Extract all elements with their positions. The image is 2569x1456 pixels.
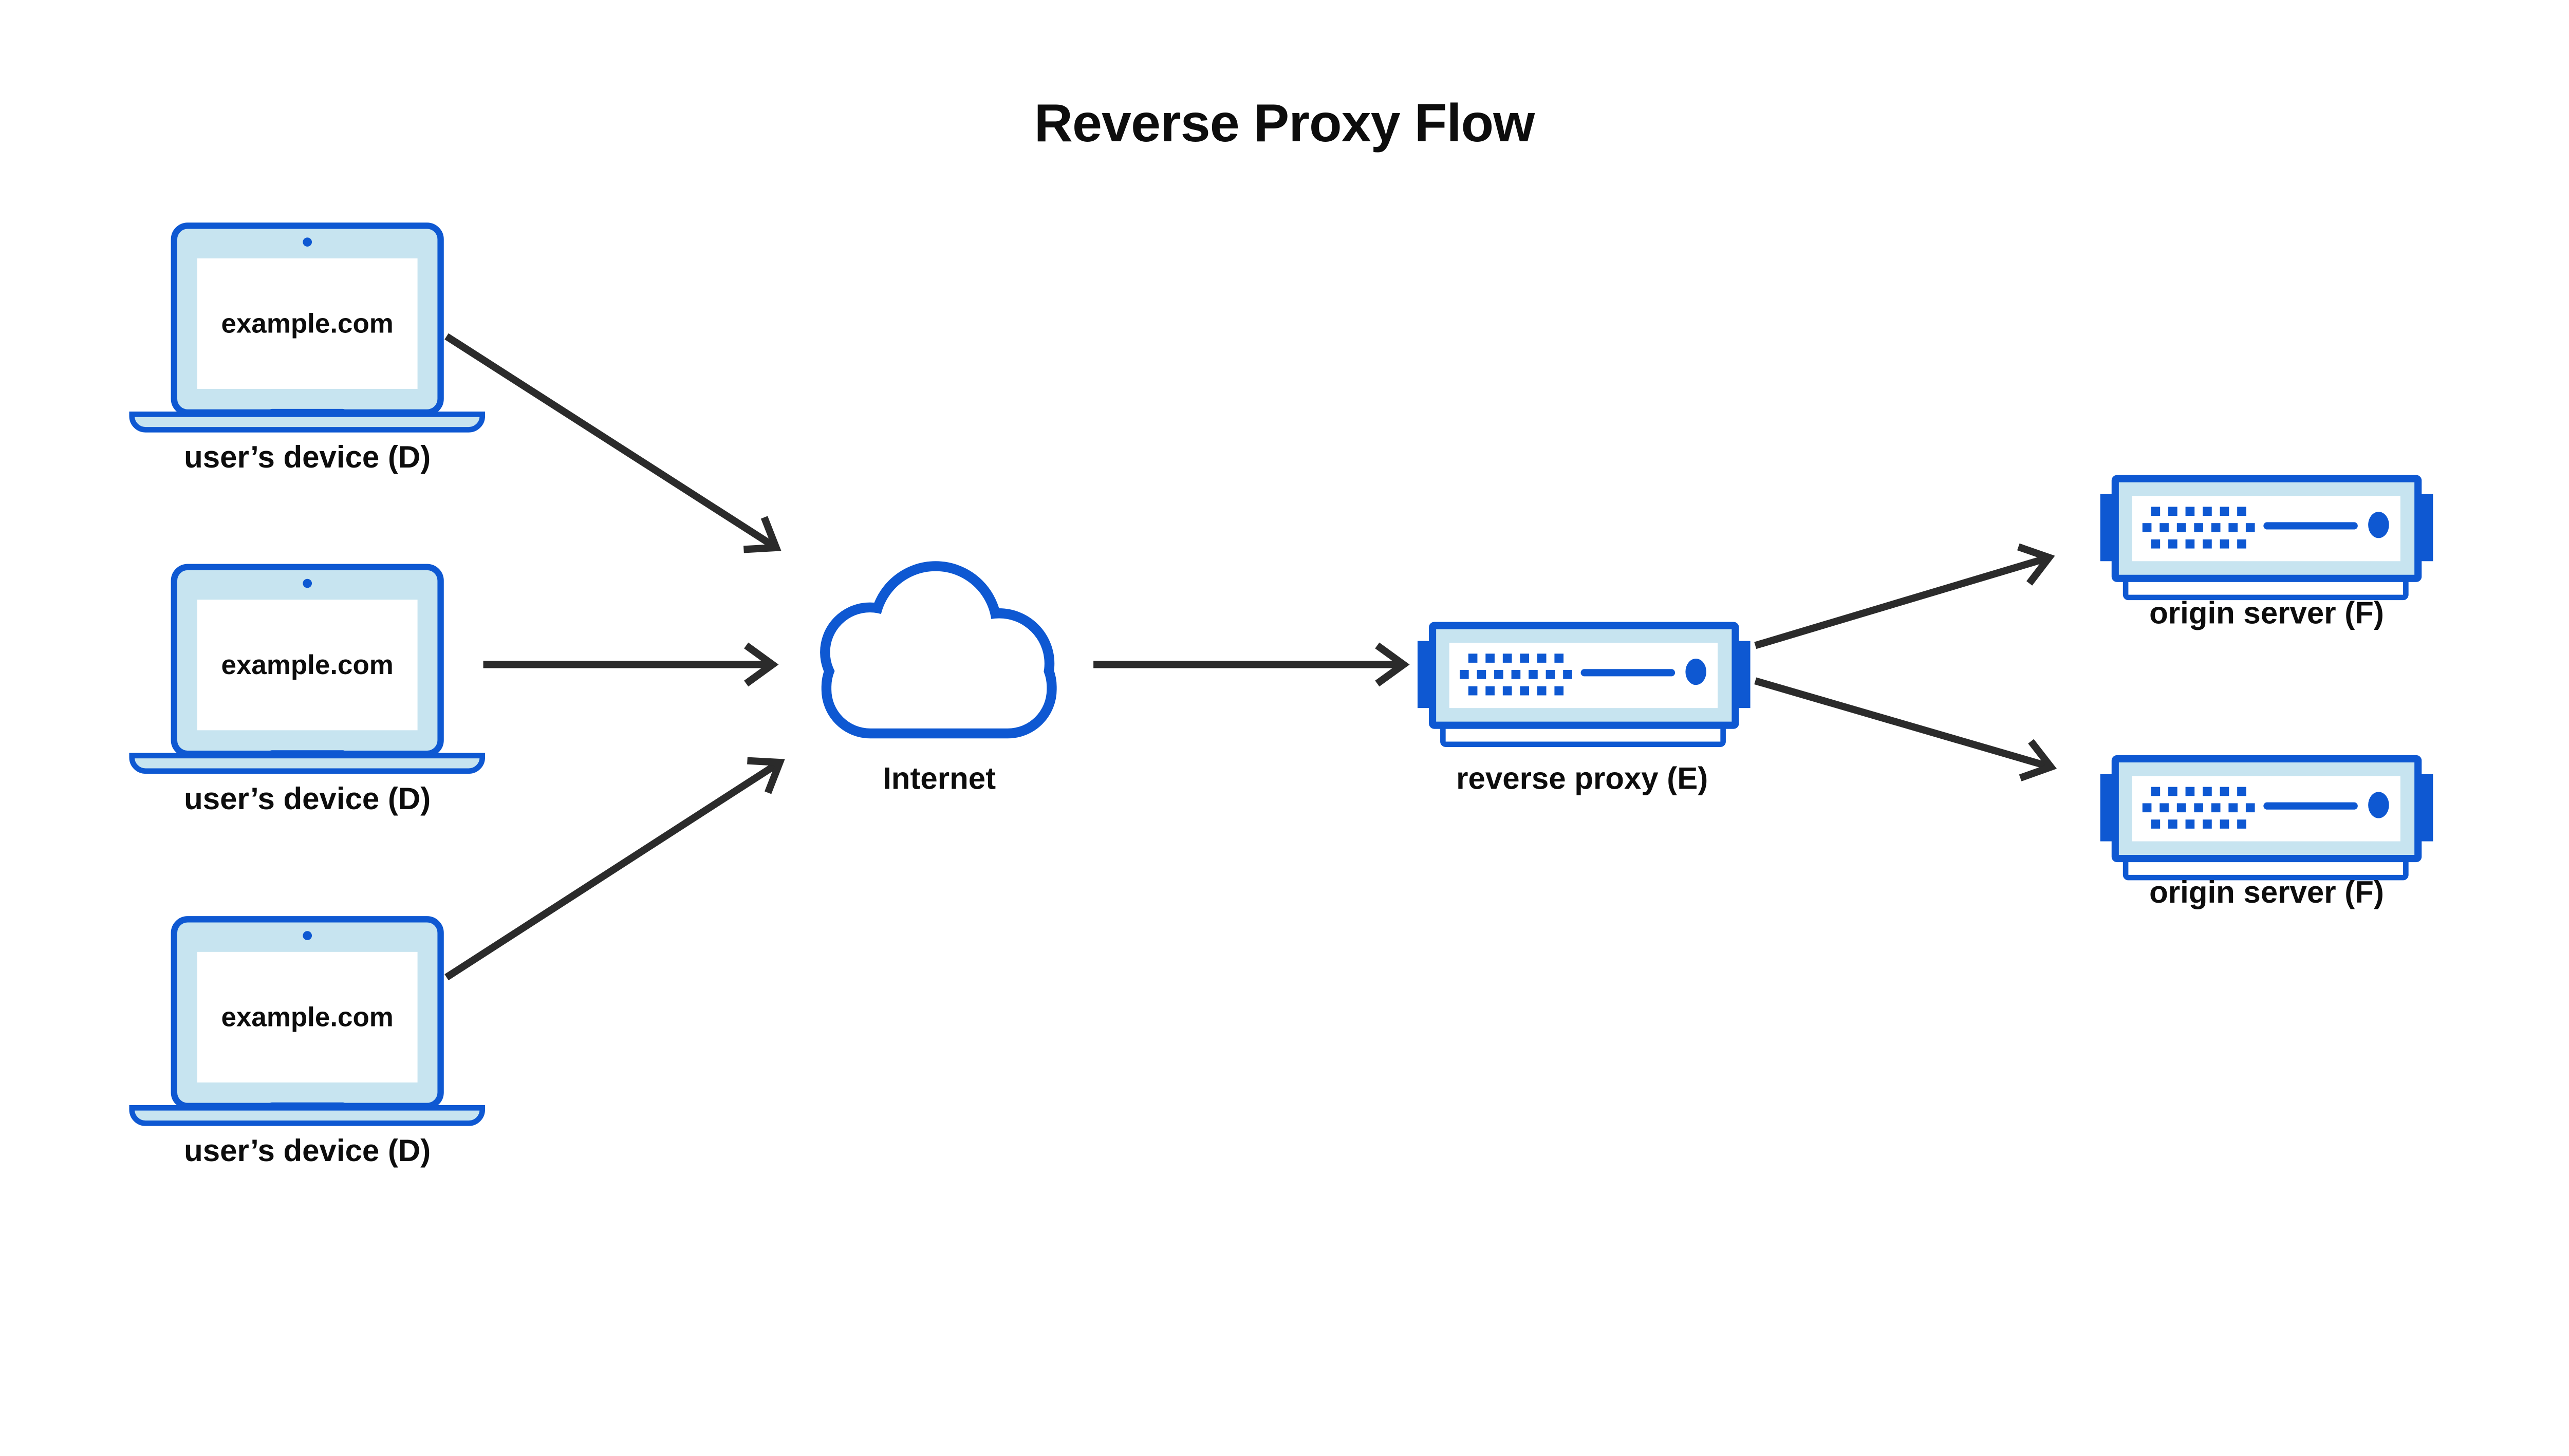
arrow-device3-to-internet [444, 757, 785, 981]
device-label: user’s device (D) [184, 781, 431, 816]
internet-label: Internet [883, 761, 996, 795]
origin-server-label: origin server (F) [2149, 595, 2384, 630]
device-label: user’s device (D) [184, 440, 431, 474]
reverse-proxy-label: reverse proxy (E) [1456, 761, 1708, 795]
arrow-proxy-to-origin2 [1754, 677, 2057, 781]
cloud-icon [820, 561, 1057, 739]
arrow-proxy-to-origin1 [1754, 543, 2055, 649]
user-device-1: example.com [132, 226, 482, 430]
reverse-proxy [1418, 626, 1751, 744]
reverse-proxy-flow-diagram: Reverse Proxy Flow example.com user’s de… [128, 93, 2437, 1168]
page-title: Reverse Proxy Flow [1034, 94, 1536, 153]
origin-server-2 [2100, 759, 2433, 878]
device-screen-text: example.com [221, 650, 394, 680]
server-icon [1418, 626, 1751, 744]
device-label: user’s device (D) [184, 1133, 431, 1168]
device-screen-text: example.com [221, 308, 394, 339]
origin-server-1 [2100, 479, 2433, 598]
server-icon [2100, 479, 2433, 598]
user-device-3: example.com [132, 919, 482, 1123]
arrow-device1-to-internet [444, 333, 781, 553]
server-icon [2100, 759, 2433, 878]
diagram-canvas: Reverse Proxy Flow example.com user’s de… [128, 93, 2437, 1168]
origin-server-label: origin server (F) [2149, 875, 2384, 909]
device-screen-text: example.com [221, 1002, 394, 1032]
user-device-2: example.com [132, 567, 482, 771]
